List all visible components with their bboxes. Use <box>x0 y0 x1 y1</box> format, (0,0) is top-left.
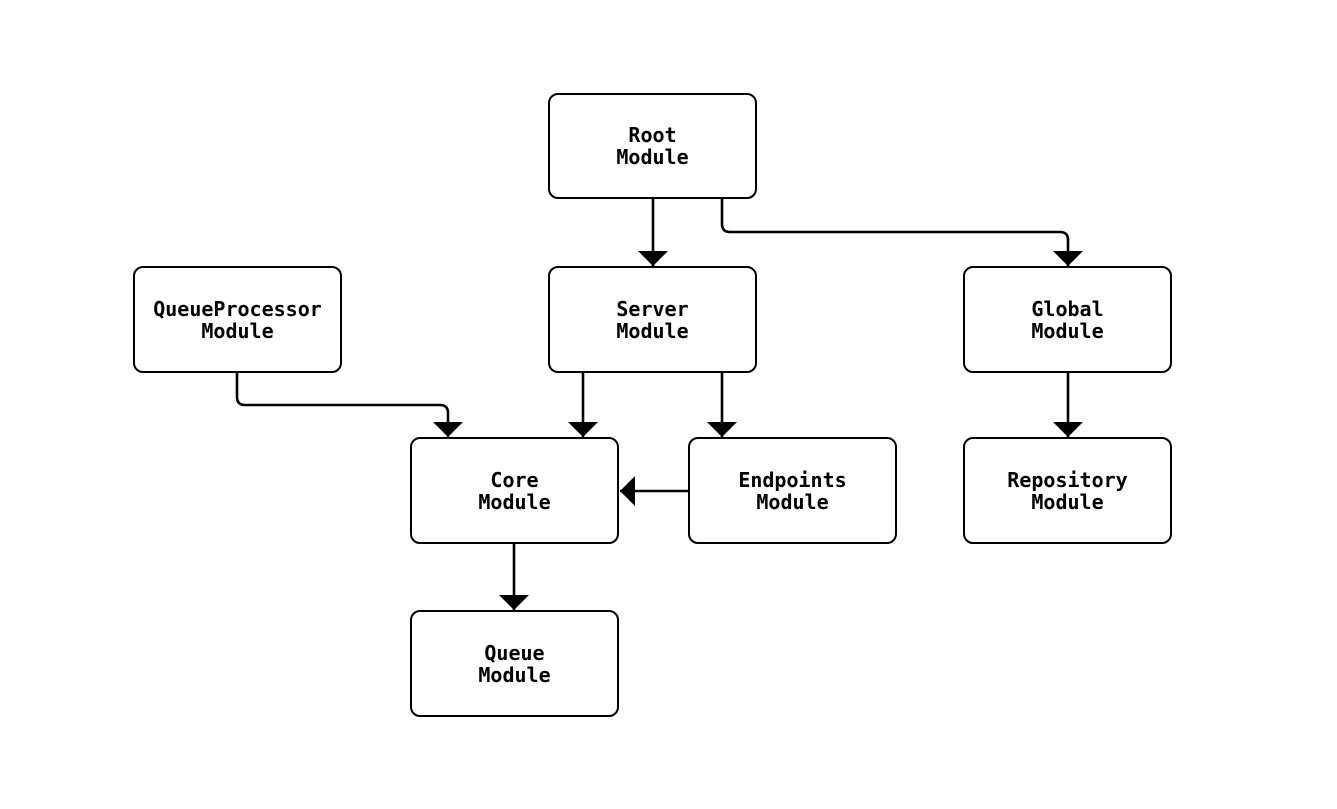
node-repository-module-label: Repository Module <box>1007 467 1128 514</box>
node-repository-module: Repository Module <box>963 437 1172 544</box>
node-server-module: Server Module <box>548 266 757 373</box>
node-root-module: Root Module <box>548 93 757 199</box>
node-queueprocessor-module-label: QueueProcessor Module <box>153 296 322 343</box>
node-queue-module: Queue Module <box>410 610 619 717</box>
node-endpoints-module-label: Endpoints Module <box>738 467 847 514</box>
edge-root-to-global <box>720 199 1083 266</box>
node-core-module: Core Module <box>410 437 619 544</box>
node-queue-module-label: Queue Module <box>478 640 551 687</box>
node-queueprocessor-module: QueueProcessor Module <box>133 266 342 373</box>
node-global-module-label: Global Module <box>1031 296 1104 343</box>
node-root-module-label: Root Module <box>616 123 689 169</box>
node-endpoints-module: Endpoints Module <box>688 437 897 544</box>
edge-queueprocessor-to-core <box>235 373 463 437</box>
node-core-module-label: Core Module <box>478 467 551 514</box>
node-global-module: Global Module <box>963 266 1172 373</box>
node-server-module-label: Server Module <box>616 296 689 343</box>
